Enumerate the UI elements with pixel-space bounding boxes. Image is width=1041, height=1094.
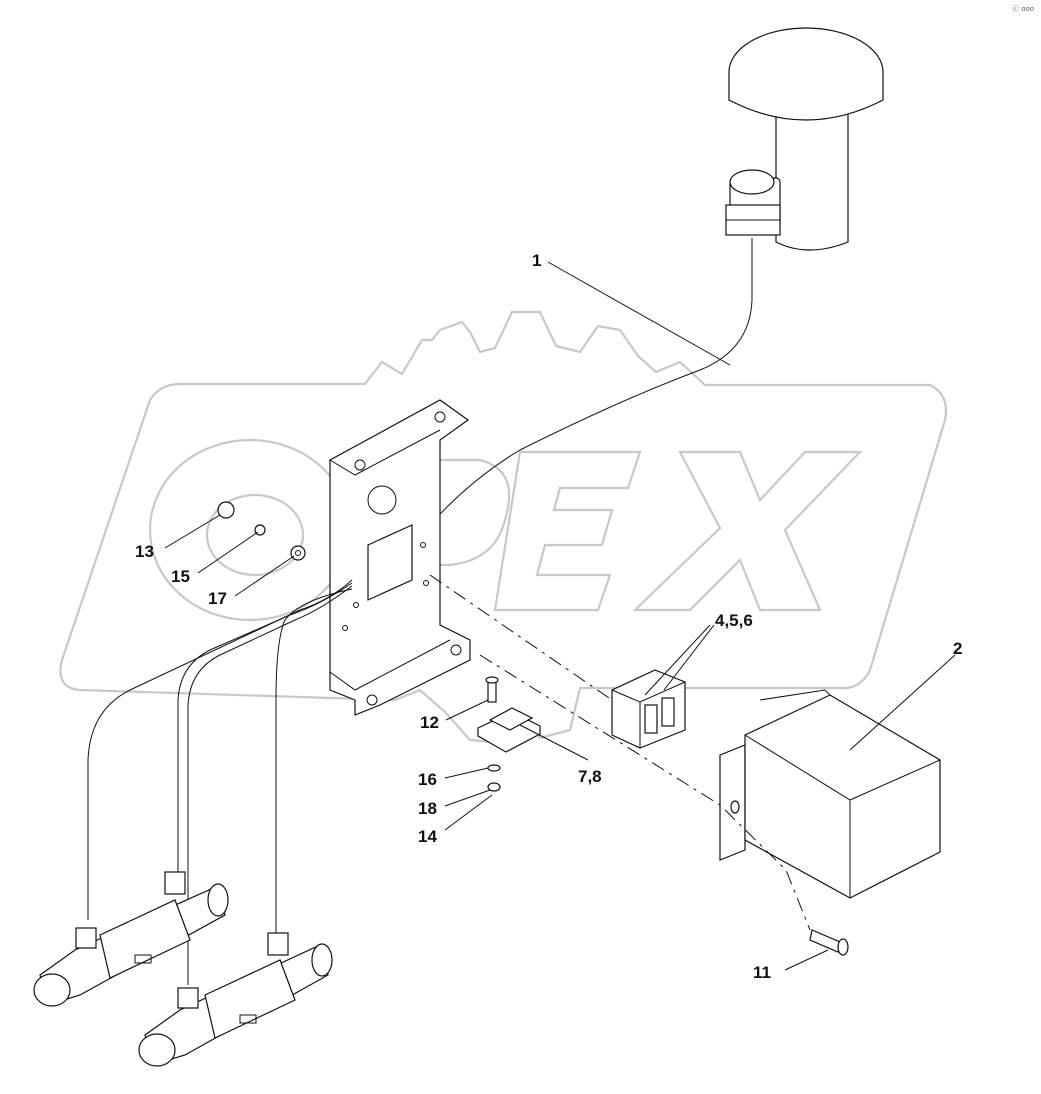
fasteners <box>217 501 501 792</box>
callout-7-8: 7,8 <box>578 767 602 786</box>
callout-18: 18 <box>418 799 437 818</box>
callout-17: 17 <box>208 589 227 608</box>
callout-2: 2 <box>953 639 962 658</box>
callout-15: 15 <box>171 567 190 586</box>
callout-16: 16 <box>418 770 437 789</box>
cover-box <box>719 689 941 899</box>
motor-assembly <box>725 27 884 251</box>
motor-cable <box>429 238 753 526</box>
mounting-bracket <box>329 399 471 716</box>
solenoid-valve-front <box>138 932 333 1067</box>
callout-14: 14 <box>418 827 437 846</box>
callout-12: 12 <box>420 713 439 732</box>
valve-cables <box>87 579 353 985</box>
assembly-line <box>479 654 811 931</box>
bolt <box>809 929 849 956</box>
rocker-switch-block <box>611 669 686 749</box>
assembly-line <box>429 574 613 701</box>
callout-4-5-6: 4,5,6 <box>715 611 753 630</box>
callout-11: 11 <box>753 963 771 982</box>
solenoid-valve-rear <box>33 871 229 1007</box>
leader-lines <box>164 261 956 971</box>
callouts: 1 2 4,5,6 7,8 11 12 13 14 15 16 17 18 <box>135 251 962 982</box>
callout-13: 13 <box>135 542 154 561</box>
callout-1: 1 <box>532 251 541 270</box>
small-switch <box>476 707 542 753</box>
opex-watermark <box>59 310 948 744</box>
corner-label: ⓒ ooo <box>1012 5 1034 13</box>
